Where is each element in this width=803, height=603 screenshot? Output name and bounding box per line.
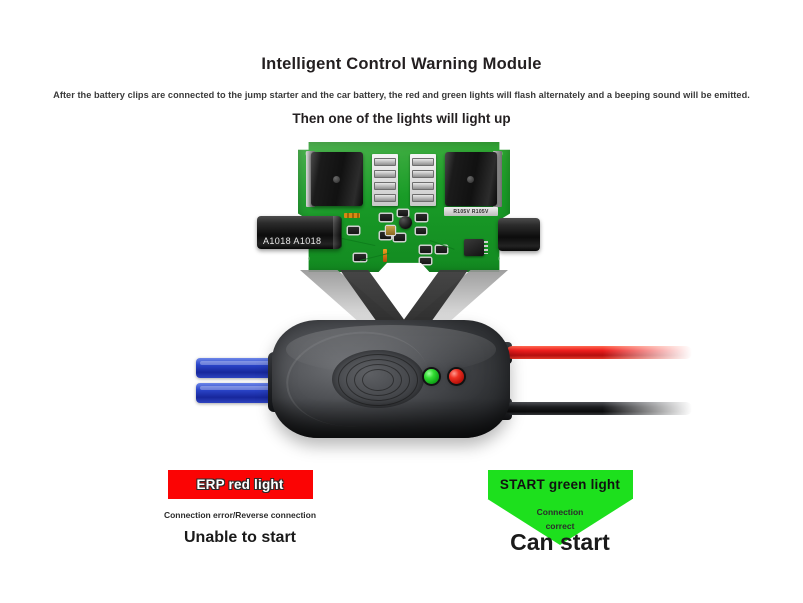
ok-note-line2: correct bbox=[545, 521, 575, 532]
smd-component bbox=[348, 227, 359, 234]
smd-component bbox=[420, 258, 431, 264]
heatsink-strip bbox=[306, 151, 315, 207]
capacitor bbox=[399, 216, 412, 229]
smd-component bbox=[394, 234, 405, 241]
grille-arc bbox=[362, 369, 394, 391]
error-result: Unable to start bbox=[183, 529, 296, 546]
terminal-pin bbox=[374, 194, 396, 202]
pcb-trace bbox=[341, 238, 376, 247]
pcb-led bbox=[383, 249, 387, 262]
page-description-line2: Then one of the lights will light up bbox=[292, 111, 511, 126]
smart-jumper-cable-device bbox=[272, 320, 510, 438]
smd-component bbox=[416, 214, 427, 221]
page-description: After the battery clips are connected to… bbox=[53, 90, 750, 100]
page-title: Intelligent Control Warning Module bbox=[261, 55, 542, 73]
callout-ok: START green light Connection correct Can… bbox=[410, 470, 710, 556]
status-callouts: ERP red light Connection error/Reverse c… bbox=[0, 470, 803, 590]
smd-component bbox=[380, 232, 391, 239]
negative-cable bbox=[506, 402, 692, 415]
smd-component bbox=[436, 246, 447, 253]
smd-component bbox=[380, 214, 392, 221]
terminal-pin bbox=[374, 182, 396, 190]
grille-arc bbox=[354, 364, 402, 396]
terminal-block bbox=[410, 154, 436, 206]
transistor-cylinder-left: A1018 A1018 bbox=[257, 216, 342, 249]
mosfet-package bbox=[445, 152, 497, 206]
device-shadow bbox=[272, 397, 510, 438]
transistor-cylinder-right bbox=[498, 218, 540, 251]
heatsink-strip bbox=[493, 151, 502, 207]
smd-component bbox=[354, 254, 366, 261]
error-note: Connection error/Reverse connection bbox=[163, 510, 317, 520]
ok-note-line1: Connection bbox=[536, 507, 584, 517]
ic-chip bbox=[464, 239, 488, 256]
ec5-connector-top bbox=[196, 358, 282, 378]
ec5-connector-bottom bbox=[196, 383, 282, 403]
status-badge-red: ERP red light bbox=[167, 470, 313, 499]
smd-component bbox=[386, 226, 395, 235]
terminal-pin bbox=[374, 170, 396, 178]
mosfet-package bbox=[311, 152, 363, 206]
smd-component bbox=[416, 228, 426, 234]
terminal-pin bbox=[374, 158, 396, 166]
pcb-board-assembly: R105V R105V bbox=[298, 142, 510, 272]
ok-result: Can start bbox=[510, 529, 610, 556]
component-silk-label: R105V R105V bbox=[444, 207, 498, 216]
terminal-pin bbox=[412, 194, 434, 202]
product-illustration: R105V R105V A1018 A1018 bbox=[0, 130, 803, 460]
pcb-via bbox=[499, 257, 502, 260]
resistor-bank bbox=[344, 213, 360, 218]
terminal-pin bbox=[412, 182, 434, 190]
red-indicator-led bbox=[449, 369, 464, 384]
terminal-block bbox=[372, 154, 398, 206]
smd-component bbox=[398, 210, 408, 216]
terminal-pin bbox=[412, 158, 434, 166]
smd-component bbox=[420, 246, 431, 253]
transistor-label: A1018 A1018 bbox=[263, 236, 322, 246]
terminal-pin bbox=[412, 170, 434, 178]
positive-cable bbox=[506, 346, 692, 359]
pcb-via bbox=[306, 257, 309, 260]
pcb-board: R105V R105V bbox=[298, 142, 510, 272]
status-badge-green: START green light bbox=[487, 470, 633, 499]
callout-error: ERP red light Connection error/Reverse c… bbox=[90, 470, 390, 547]
green-indicator-led bbox=[424, 369, 439, 384]
